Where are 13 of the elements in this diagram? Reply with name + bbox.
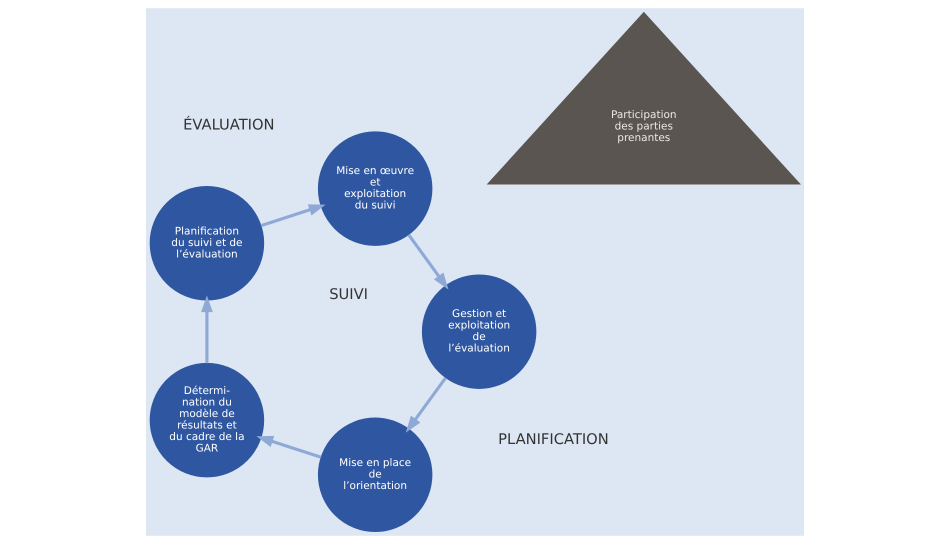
node-circle: Mise en œuvre et exploitation du suivi	[317, 131, 432, 246]
node-circle: Mise en place de l’orientation	[317, 418, 432, 532]
node-circle: Planification du suivi et de l’évaluation	[149, 186, 264, 300]
arrow	[260, 204, 326, 228]
label: PLANIFICATION	[498, 430, 608, 448]
label: ÉVALUATION	[182, 116, 274, 134]
node-circle: Détermi- nation du modèle de résultats et du cadre de la GAR	[149, 362, 264, 478]
arrow	[200, 295, 212, 364]
label: SUIVI	[328, 286, 368, 303]
node-circle: Gestion et exploitation de l’évaluation	[421, 274, 536, 389]
arrow	[406, 234, 448, 290]
arrow	[405, 376, 446, 433]
arrow	[256, 436, 321, 459]
